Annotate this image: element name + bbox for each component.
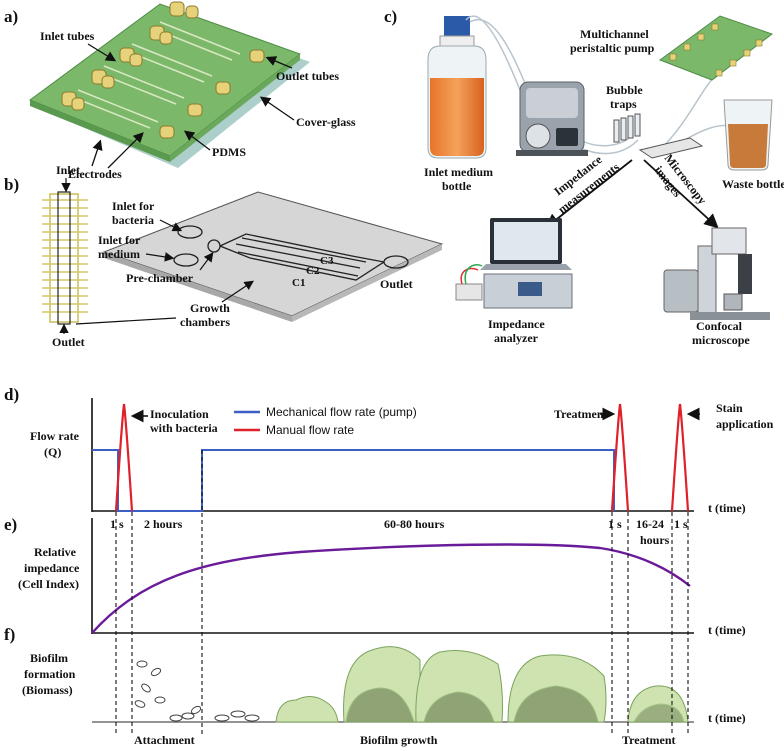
chip-slab: [102, 191, 444, 317]
label-pump-2: peristaltic pump: [570, 41, 655, 55]
label-stain-1: Stain: [716, 401, 743, 415]
label-stain-2: application: [716, 417, 774, 431]
label-inlet-bacteria-2: bacteria: [112, 213, 154, 227]
label-attachment: Attachment: [134, 733, 195, 747]
waste-bottle: [723, 99, 773, 171]
impedance-analyzer: [455, 218, 573, 309]
pump-flow-line: [92, 449, 615, 512]
panel-d: d) Flow rate (Q) t (time) Inoculation wi…: [4, 385, 774, 547]
label-outlet-tubes: Outlet tubes: [276, 69, 339, 83]
impedance-curve: [91, 543, 691, 634]
label-growth-1: Growth: [190, 301, 230, 315]
label-growth-2: chambers: [180, 315, 230, 329]
panel-c: c) Inlet medium bottle Multichannel: [384, 7, 784, 347]
manual-pulse-stain: [670, 403, 690, 512]
label-treatment-d: Treatment: [554, 407, 608, 421]
panel-f-ylabel-2: formation: [24, 667, 76, 681]
peristaltic-pump: [516, 81, 588, 156]
label-inlet-bottle-1: Inlet medium: [424, 165, 493, 179]
label-cover-glass: Cover-glass: [296, 115, 356, 129]
confocal-microscope: [663, 227, 770, 320]
bubble-traps: [613, 113, 641, 143]
label-c3: C3: [320, 255, 334, 267]
label-pre-chamber: Pre-chamber: [126, 271, 194, 285]
label-c2: C2: [306, 265, 320, 277]
label-treatment-f: Treatment: [622, 733, 676, 747]
label-analyzer-1: Impedance: [488, 317, 545, 331]
label-inlet-medium-1: Inlet for: [98, 233, 141, 247]
label-inlet-bottle-2: bottle: [442, 179, 472, 193]
panel-d-xlabel: t (time): [708, 501, 746, 515]
label-16-24-1: 16-24: [636, 517, 664, 531]
label-60-80-hours: 60-80 hours: [384, 517, 445, 531]
manual-pulse-treatment: [610, 403, 630, 512]
chip-chambers: [173, 225, 409, 281]
phase-dividers: [115, 450, 689, 734]
label-1s-b: 1 s: [608, 517, 622, 531]
panel-b-label: b): [4, 175, 19, 194]
label-confocal-1: Confocal: [696, 319, 743, 333]
chip-thumbnail: [658, 15, 774, 81]
label-confocal-2: microscope: [692, 333, 750, 347]
legend-mech: Mechanical flow rate (pump): [266, 405, 417, 419]
electrode-comb: [42, 193, 88, 323]
panel-f: f) Biofilm formation (Biomass) t (time): [4, 450, 746, 747]
panel-a-label: a): [4, 7, 18, 26]
panel-f-label: f): [4, 625, 15, 644]
panel-f-xlabel: t (time): [708, 711, 746, 725]
panel-e-ylabel-3: (Cell Index): [18, 577, 79, 591]
label-bubble-2: traps: [610, 97, 637, 111]
label-inoculation-1: Inoculation: [150, 407, 209, 421]
label-outlet-chip: Outlet: [380, 277, 413, 291]
panel-c-label: c): [384, 7, 397, 26]
label-inlet-medium-2: medium: [98, 247, 140, 261]
label-pdms: PDMS: [212, 145, 246, 159]
panel-e-label: e): [4, 515, 17, 534]
label-waste-bottle: Waste bottle: [722, 177, 784, 191]
panel-d-ylabel-1: Flow rate: [30, 429, 80, 443]
label-1s-c: 1 s: [674, 517, 688, 531]
biofilm-blobs: [275, 646, 689, 723]
label-c1: C1: [292, 277, 305, 289]
panel-f-ylabel-1: Biofilm: [30, 651, 68, 665]
label-outlet: Outlet: [52, 335, 85, 349]
attachment-cells: [134, 660, 260, 722]
label-inlet-bacteria-1: Inlet for: [112, 199, 155, 213]
label-biofilm-growth: Biofilm growth: [360, 733, 438, 747]
mini-chip: [638, 137, 704, 159]
inlet-tubes-group: [61, 1, 199, 111]
panel-a: a) Inlet tubes Outlet tubes Cover-gl: [4, 1, 356, 181]
label-pump-1: Multichannel: [580, 27, 649, 41]
label-16-24-2: hours: [640, 533, 670, 547]
label-analyzer-2: analyzer: [494, 331, 539, 345]
legend-manual: Manual flow rate: [266, 423, 354, 437]
label-inlet-tubes: Inlet tubes: [40, 29, 95, 43]
panel-d-legend: Mechanical flow rate (pump) Manual flow …: [234, 405, 417, 437]
panel-e-xlabel: t (time): [708, 623, 746, 637]
panel-d-ylabel-2: (Q): [44, 445, 61, 459]
label-electrodes: Electrodes: [68, 167, 122, 181]
inlet-medium-bottle: [427, 16, 487, 159]
manual-pulse-inoculation: [114, 403, 134, 512]
label-inoculation-2: with bacteria: [150, 421, 218, 435]
panel-b: b) Inlet Outlet: [4, 163, 444, 349]
label-bubble-1: Bubble: [606, 83, 643, 97]
panel-d-label: d): [4, 385, 19, 404]
label-inlet: Inlet: [56, 163, 80, 177]
label-2-hours: 2 hours: [144, 517, 183, 531]
panel-e: e) Relative impedance (Cell Index) t (ti…: [4, 515, 746, 637]
panel-e-ylabel-2: impedance: [24, 561, 80, 575]
panel-f-ylabel-3: (Biomass): [22, 683, 73, 697]
outlet-tubes-group: [159, 49, 265, 139]
panel-e-ylabel-1: Relative: [34, 545, 77, 559]
label-1s-a: 1 s: [110, 517, 124, 531]
